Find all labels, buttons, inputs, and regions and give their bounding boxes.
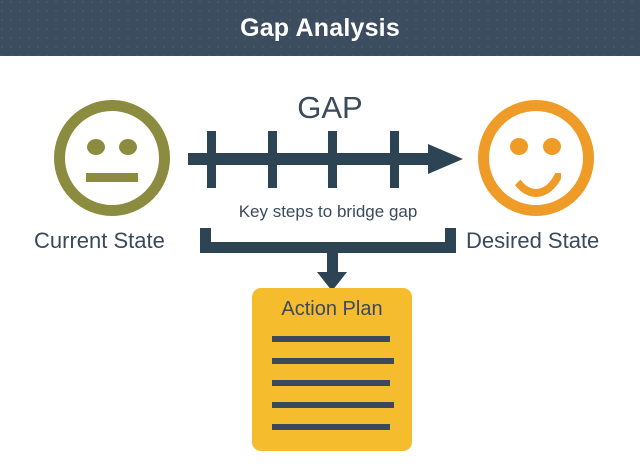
gap-arrow-shaft (188, 153, 434, 165)
gap-tick-3 (328, 131, 337, 188)
action-plan-line (272, 336, 390, 342)
gap-tick-4 (390, 131, 399, 188)
action-plan-card: Action Plan (252, 288, 412, 451)
action-plan-title: Action Plan (281, 298, 383, 320)
bracket-base (200, 242, 456, 253)
action-plan-line (272, 380, 390, 386)
down-arrow-shaft (327, 253, 338, 273)
gap-arrow (188, 131, 468, 201)
gap-arrow-head-icon (428, 144, 463, 174)
down-arrow-icon (317, 253, 347, 291)
bracket (200, 228, 456, 254)
gap-tick-2 (268, 131, 277, 188)
down-arrow-head (317, 272, 347, 291)
gap-label: GAP (297, 90, 363, 125)
page-title: Gap Analysis (240, 14, 400, 42)
neutral-face-right-eye-icon (119, 139, 137, 155)
diagram-canvas: Current State Desired State GAP Key step… (0, 56, 640, 468)
current-state-label: Current State (34, 228, 165, 253)
smiley-face-icon (478, 100, 594, 216)
bracket-right-stub (445, 228, 456, 244)
key-steps-label: Key steps to bridge gap (238, 202, 418, 221)
neutral-face-icon (54, 100, 170, 216)
action-plan-line (272, 402, 394, 408)
gap-tick-1 (207, 131, 216, 188)
header-band (0, 0, 640, 56)
neutral-face-left-eye-icon (87, 139, 105, 155)
neutral-face-mouth-icon (86, 173, 138, 182)
smiley-face-smile-icon (503, 145, 569, 197)
action-plan-line (272, 424, 390, 430)
bracket-left-stub (200, 228, 211, 244)
action-plan-line (272, 358, 394, 364)
desired-state-label: Desired State (466, 228, 600, 253)
